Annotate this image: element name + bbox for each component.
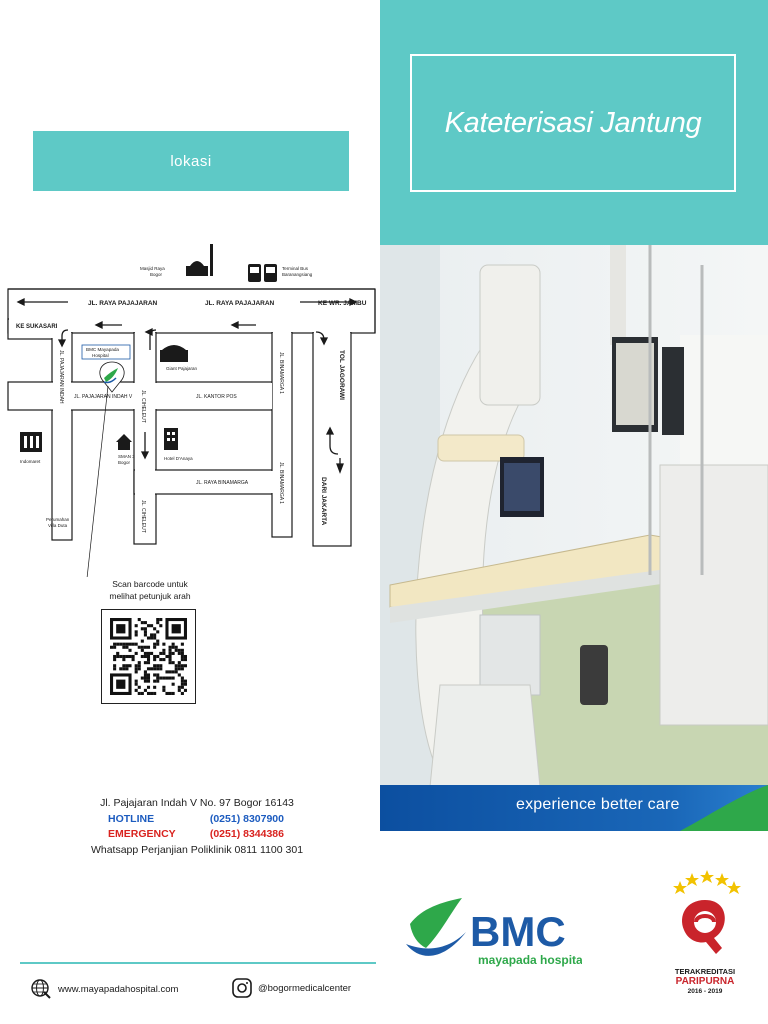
bmc-logo-sub: mayapada hospital	[478, 953, 582, 967]
accreditation-years: 2016 - 2019	[688, 988, 723, 995]
label-masjid: Masjid Raya	[140, 266, 165, 271]
hospital-marker: BMC Mayapada Hospital	[81, 344, 131, 393]
hotline-number[interactable]: (0251) 8307900	[209, 812, 284, 825]
map-roads	[7, 288, 376, 547]
label-ke-wr-jambu: KE WR. JAMBU	[318, 300, 367, 307]
tagline-band	[380, 785, 768, 831]
hotline-label: HOTLINE	[108, 812, 155, 825]
mosque-icon	[186, 244, 213, 276]
label-indomaret: Indomaret	[20, 459, 41, 464]
lokasi-label: lokasi	[170, 152, 212, 170]
whatsapp-text[interactable]: Whatsapp Perjanjian Poliklinik 0811 1100…	[90, 843, 304, 856]
website-link[interactable]: www.mayapadahospital.com	[30, 978, 178, 1000]
accreditation-emblem-icon: TERAKREDITASI PARIPURNA 2016 - 2019	[673, 870, 741, 995]
hotline-row: HOTLINE (0251) 8307900	[72, 812, 322, 828]
label-ciheleut-1: JL. CIHELEUT	[140, 390, 146, 423]
accreditation-line-2: PARIPURNA	[676, 976, 735, 987]
label-binamarga-2: JL. BINAMARGA 1	[278, 462, 284, 504]
label-perumahan: Perumahan	[46, 517, 70, 522]
bus-icon	[248, 264, 277, 282]
label-sman: SMAN 3	[118, 454, 135, 459]
instagram-text: @bogormedicalcenter	[258, 982, 352, 994]
title-frame: Kateterisasi Jantung	[410, 54, 736, 192]
cath-lab-photo	[380, 245, 768, 787]
tagline-text: experience better care	[516, 796, 680, 813]
location-map: JL. RAYA PAJAJARAN JL. RAYA PAJAJARAN KE…	[7, 244, 376, 577]
globe-icon	[31, 979, 51, 999]
qr-code-icon	[110, 618, 187, 695]
hotel-icon	[164, 428, 178, 450]
label-terminal-sub: Baranangsiang	[282, 272, 313, 277]
label-raya-pajajaran-1: JL. RAYA PAJAJARAN	[88, 300, 158, 307]
contact-block: Jl. Pajajaran Indah V No. 97 Bogor 16143…	[72, 796, 322, 858]
label-binamarga-1: JL. BINAMARGA 1	[278, 352, 284, 394]
accreditation-badge: TERAKREDITASI PARIPURNA 2016 - 2019	[660, 868, 750, 996]
label-ciheleut-2: JL. CIHELEUT	[140, 500, 146, 533]
label-perumahan-sub: Villa Duta	[48, 523, 68, 528]
qr-pointer-line	[86, 385, 109, 577]
address-text: Jl. Pajajaran Indah V No. 97 Bogor 16143	[100, 797, 294, 809]
label-hospital-2: Hospital	[92, 353, 109, 358]
school-icon	[116, 434, 132, 450]
scan-instructions: Scan barcode untuk melihat petunjuk arah	[95, 578, 205, 602]
bmc-logo-icon: BMC mayapada hospital	[406, 898, 586, 967]
label-masjid-sub: Bogor	[150, 272, 163, 277]
instagram-icon	[232, 978, 252, 998]
label-raya-pajajaran-2: JL. RAYA PAJAJARAN	[205, 300, 275, 307]
scan-text-2: melihat petunjuk arah	[109, 591, 191, 601]
label-pajajaran-indah-v: JL. PAJAJARAN INDAH V	[74, 394, 133, 400]
bmc-logo-text: BMC	[470, 908, 566, 955]
lokasi-header: lokasi	[33, 131, 349, 191]
label-raya-binamarga: JL. RAYA BINAMARGA	[196, 480, 249, 486]
title-panel	[380, 0, 768, 245]
scan-text-1: Scan barcode untuk	[112, 579, 188, 589]
footer-divider	[20, 962, 376, 964]
label-dari-jakarta: DARI JAKARTA	[320, 477, 327, 526]
label-hospital-1: BMC Mayapada	[86, 347, 119, 352]
emergency-label: EMERGENCY	[108, 828, 176, 840]
label-giant: Giant Pajajaran	[166, 366, 198, 371]
label-sman-sub: Bogor	[118, 460, 131, 465]
store-icon	[20, 432, 42, 452]
label-hotel: Hotel D'Anaya	[164, 456, 193, 461]
mall-icon	[160, 345, 188, 362]
label-kantor-pos: JL. KANTOR POS	[196, 394, 237, 400]
instagram-link[interactable]: @bogormedicalcenter	[232, 978, 351, 998]
label-tol-jagorawi: TOL JAGORAWI	[338, 350, 345, 400]
map-arrows	[16, 297, 358, 474]
accreditation-line-1: TERAKREDITASI	[675, 967, 735, 976]
website-text: www.mayapadahospital.com	[58, 983, 179, 995]
page-title: Kateterisasi Jantung	[444, 106, 702, 139]
bmc-logo: BMC mayapada hospital	[402, 894, 586, 970]
emergency-number[interactable]: (0251) 8344386	[209, 828, 284, 840]
label-ke-sukasari: KE SUKASARI	[16, 324, 58, 330]
green-swoosh	[680, 785, 768, 831]
emergency-row: EMERGENCY (0251) 8344386	[72, 827, 322, 843]
label-terminal: Terminal Bus	[282, 266, 309, 271]
label-pajajaran-indah-vertical: JL. PAJAJARAN INDAH	[58, 350, 64, 404]
qr-code[interactable]	[101, 609, 196, 704]
